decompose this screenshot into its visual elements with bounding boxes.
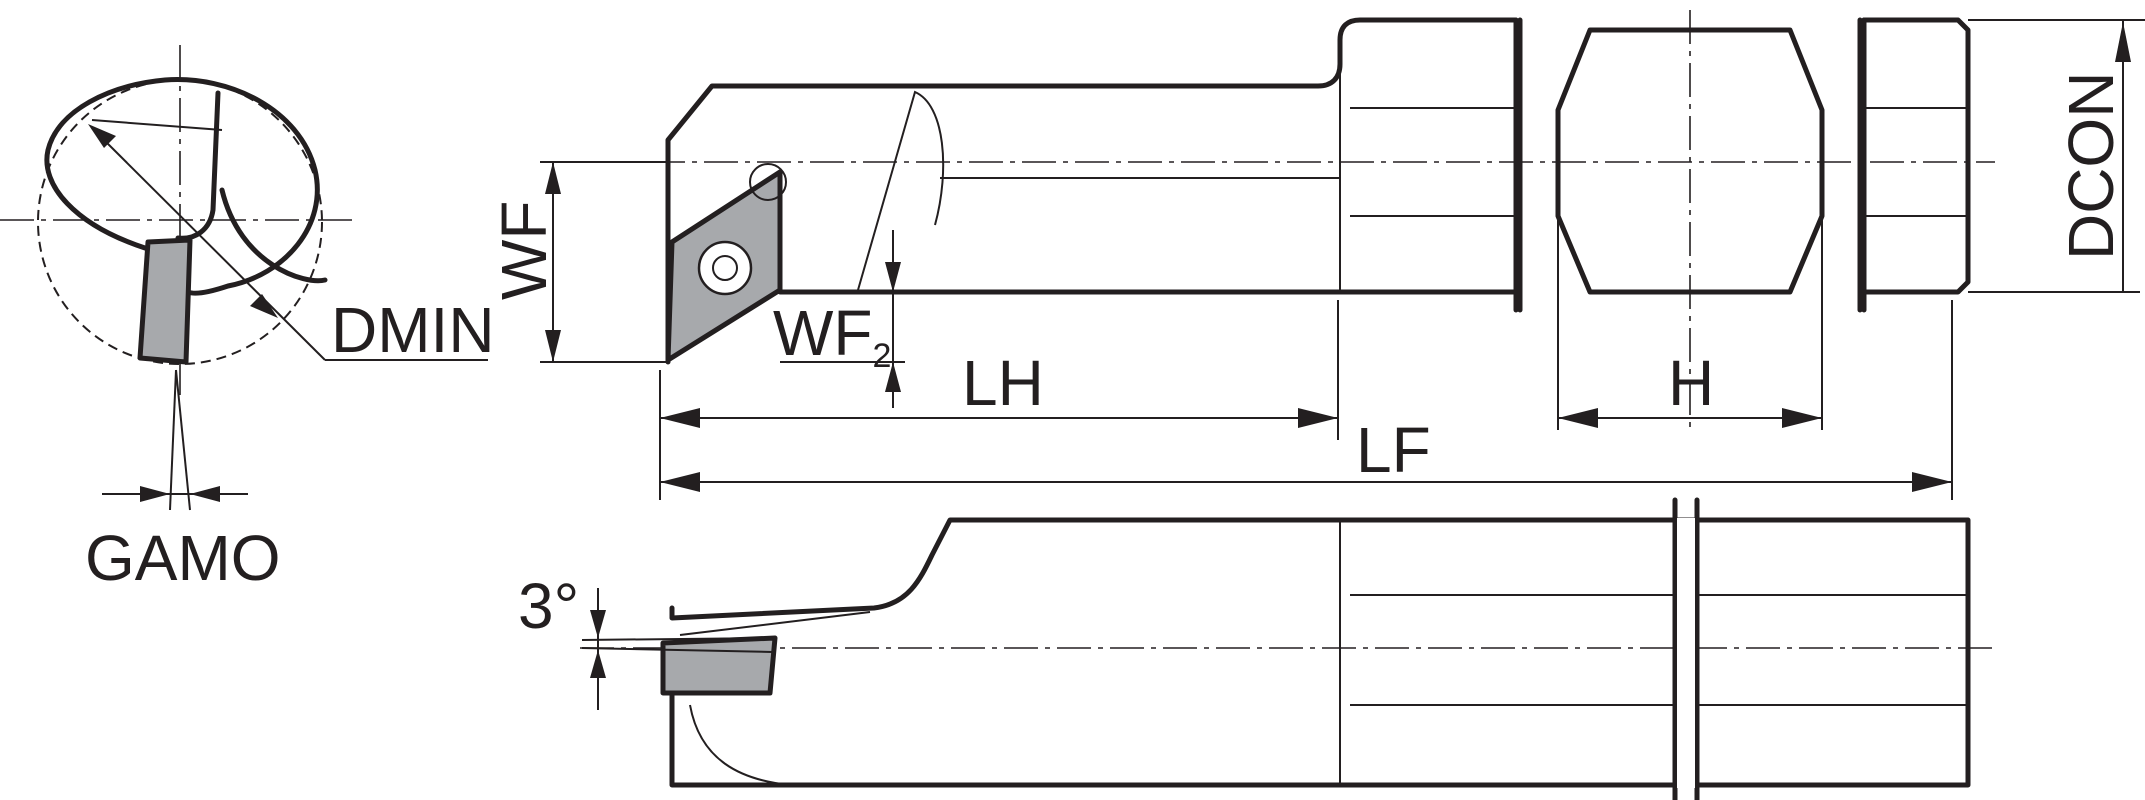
bore-circle-dmin xyxy=(37,79,323,365)
dmin-arrow-end xyxy=(250,294,278,318)
end-view: DMIN GAMO xyxy=(0,45,495,594)
gamo-arrow-right xyxy=(190,486,220,502)
angle-arrow-bottom xyxy=(590,650,606,678)
lf-arrow-left xyxy=(660,472,700,492)
angle-inclined-line xyxy=(581,647,773,653)
side-view-outline xyxy=(669,517,1971,788)
bar-relief-flat xyxy=(175,90,221,241)
wf-arrow-top xyxy=(545,162,561,194)
side-view-break-gap xyxy=(1677,518,1695,788)
angle-label: 3° xyxy=(518,570,579,642)
length-dimensions: LH LF xyxy=(659,300,1953,500)
torx-screw-icon xyxy=(697,240,753,296)
gamo-extension-line-1 xyxy=(169,369,177,511)
neck-curve xyxy=(857,90,945,291)
angle-arrow-top xyxy=(590,610,606,638)
dcon-arrow-top xyxy=(2115,22,2131,62)
top-view xyxy=(545,10,1995,430)
wf2-arrow-top xyxy=(885,262,901,292)
wf2-dimension: WF2 xyxy=(773,230,905,408)
wf2-label: WF2 xyxy=(773,297,891,375)
lh-arrow-right xyxy=(1298,408,1338,428)
wf2-arrow-bottom xyxy=(885,362,901,392)
end-view-reference-line xyxy=(91,119,223,131)
wf-label: WF xyxy=(488,201,560,301)
gamo-label: GAMO xyxy=(85,522,281,594)
h-arrow-left xyxy=(1558,408,1598,428)
lh-label: LH xyxy=(962,347,1044,419)
end-view-insert xyxy=(137,237,193,365)
lh-arrow-left xyxy=(660,408,700,428)
side-view: 3° xyxy=(518,497,1995,800)
h-dimension: H xyxy=(1557,216,1823,430)
h-label: H xyxy=(1668,347,1714,419)
h-arrow-right xyxy=(1782,408,1822,428)
shank-end-outline xyxy=(1861,17,1971,295)
dmin-arrow-start xyxy=(88,124,116,148)
torx-socket xyxy=(712,255,738,281)
wf-arrow-bottom xyxy=(545,330,561,362)
dmin-label: DMIN xyxy=(331,294,495,366)
clamp-hole xyxy=(749,163,787,201)
dmin-dimension-line xyxy=(91,127,326,361)
dcon-dimension: DCON xyxy=(1968,19,2145,293)
gamo-extension-line-2 xyxy=(175,369,191,511)
bar-lower-edge xyxy=(219,187,328,284)
gamo-arrow-left xyxy=(140,486,170,502)
angle-reference-line xyxy=(581,637,773,641)
lf-arrow-right xyxy=(1912,472,1952,492)
dcon-label: DCON xyxy=(2055,72,2127,260)
bar-cross-section-outline xyxy=(44,77,320,296)
lf-label: LF xyxy=(1356,414,1431,486)
side-view-relief-curve xyxy=(689,704,791,786)
shank-cross-section xyxy=(1555,27,1825,295)
side-view-chip-face xyxy=(679,611,871,636)
wf-dimension: WF xyxy=(488,161,668,363)
side-view-insert xyxy=(660,635,778,696)
